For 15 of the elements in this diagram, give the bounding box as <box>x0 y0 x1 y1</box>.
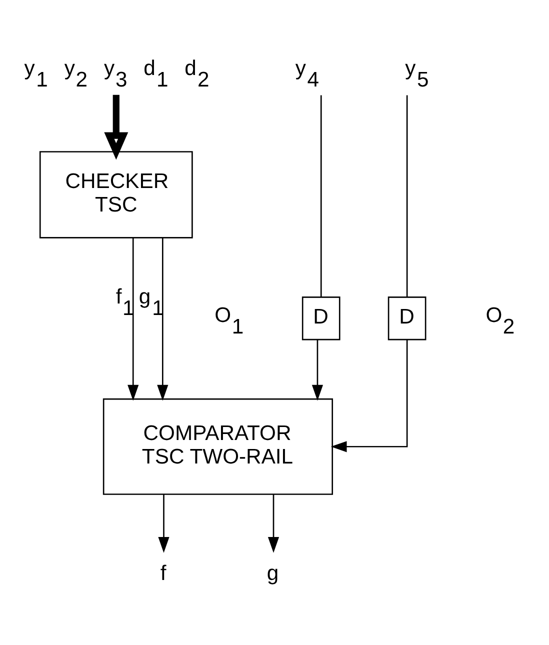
node-text: f <box>160 561 166 584</box>
arrow <box>157 238 168 400</box>
arrow <box>330 339 408 452</box>
connector <box>320 94 322 296</box>
node-text: g <box>266 561 279 584</box>
connector <box>406 94 408 296</box>
node-box: COMPARATOR TSC TWO-RAIL <box>102 398 334 494</box>
node-box: D <box>302 296 340 340</box>
node-box: CHECKER TSC <box>39 150 193 238</box>
arrow <box>104 94 128 160</box>
arrow <box>128 238 139 400</box>
arrow <box>158 494 170 552</box>
arrow <box>312 339 324 400</box>
arrow <box>268 494 280 552</box>
node-box: D <box>388 296 426 340</box>
